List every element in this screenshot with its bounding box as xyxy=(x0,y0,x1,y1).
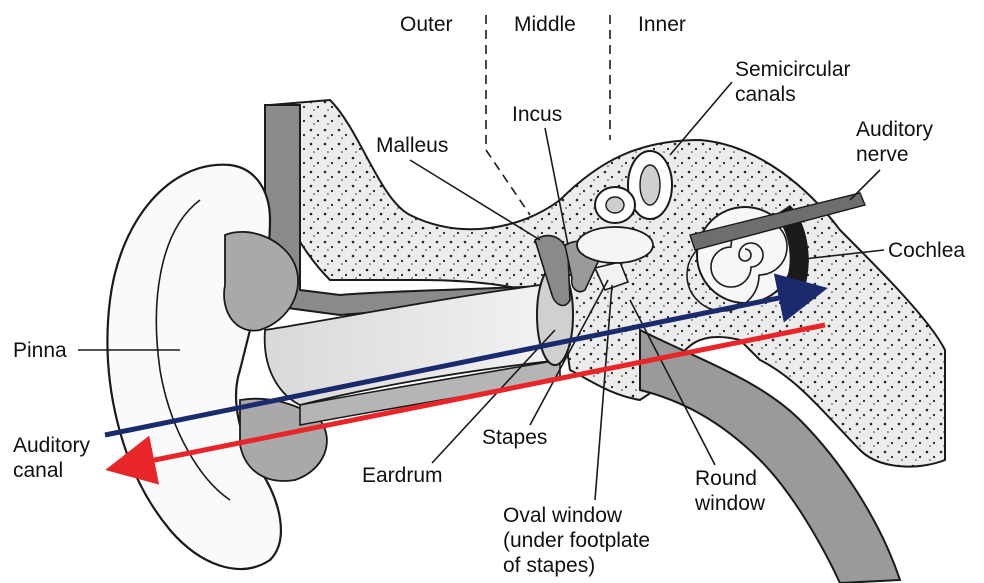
region-middle-label: Middle xyxy=(514,12,576,37)
stapes-label: Stapes xyxy=(482,425,547,450)
semicircular-canals-label: Semicircular canals xyxy=(735,57,851,107)
malleus-label: Malleus xyxy=(376,133,448,158)
region-outer-label: Outer xyxy=(400,12,453,37)
vestibule xyxy=(577,227,653,263)
leader-nerve xyxy=(850,170,880,200)
pinna-shape xyxy=(108,165,281,569)
incus-label: Incus xyxy=(512,102,562,127)
cochlea-label: Cochlea xyxy=(888,238,965,263)
eardrum-label: Eardrum xyxy=(362,463,443,488)
oval-window-label: Oval window (under footplate of stapes) xyxy=(503,503,650,578)
region-inner-label: Inner xyxy=(638,12,686,37)
pinna-label: Pinna xyxy=(13,338,67,363)
auditory-nerve-label: Auditory nerve xyxy=(856,117,933,167)
round-window-label: Round window xyxy=(695,466,765,516)
auditory-canal-label: Auditory canal xyxy=(13,433,90,483)
